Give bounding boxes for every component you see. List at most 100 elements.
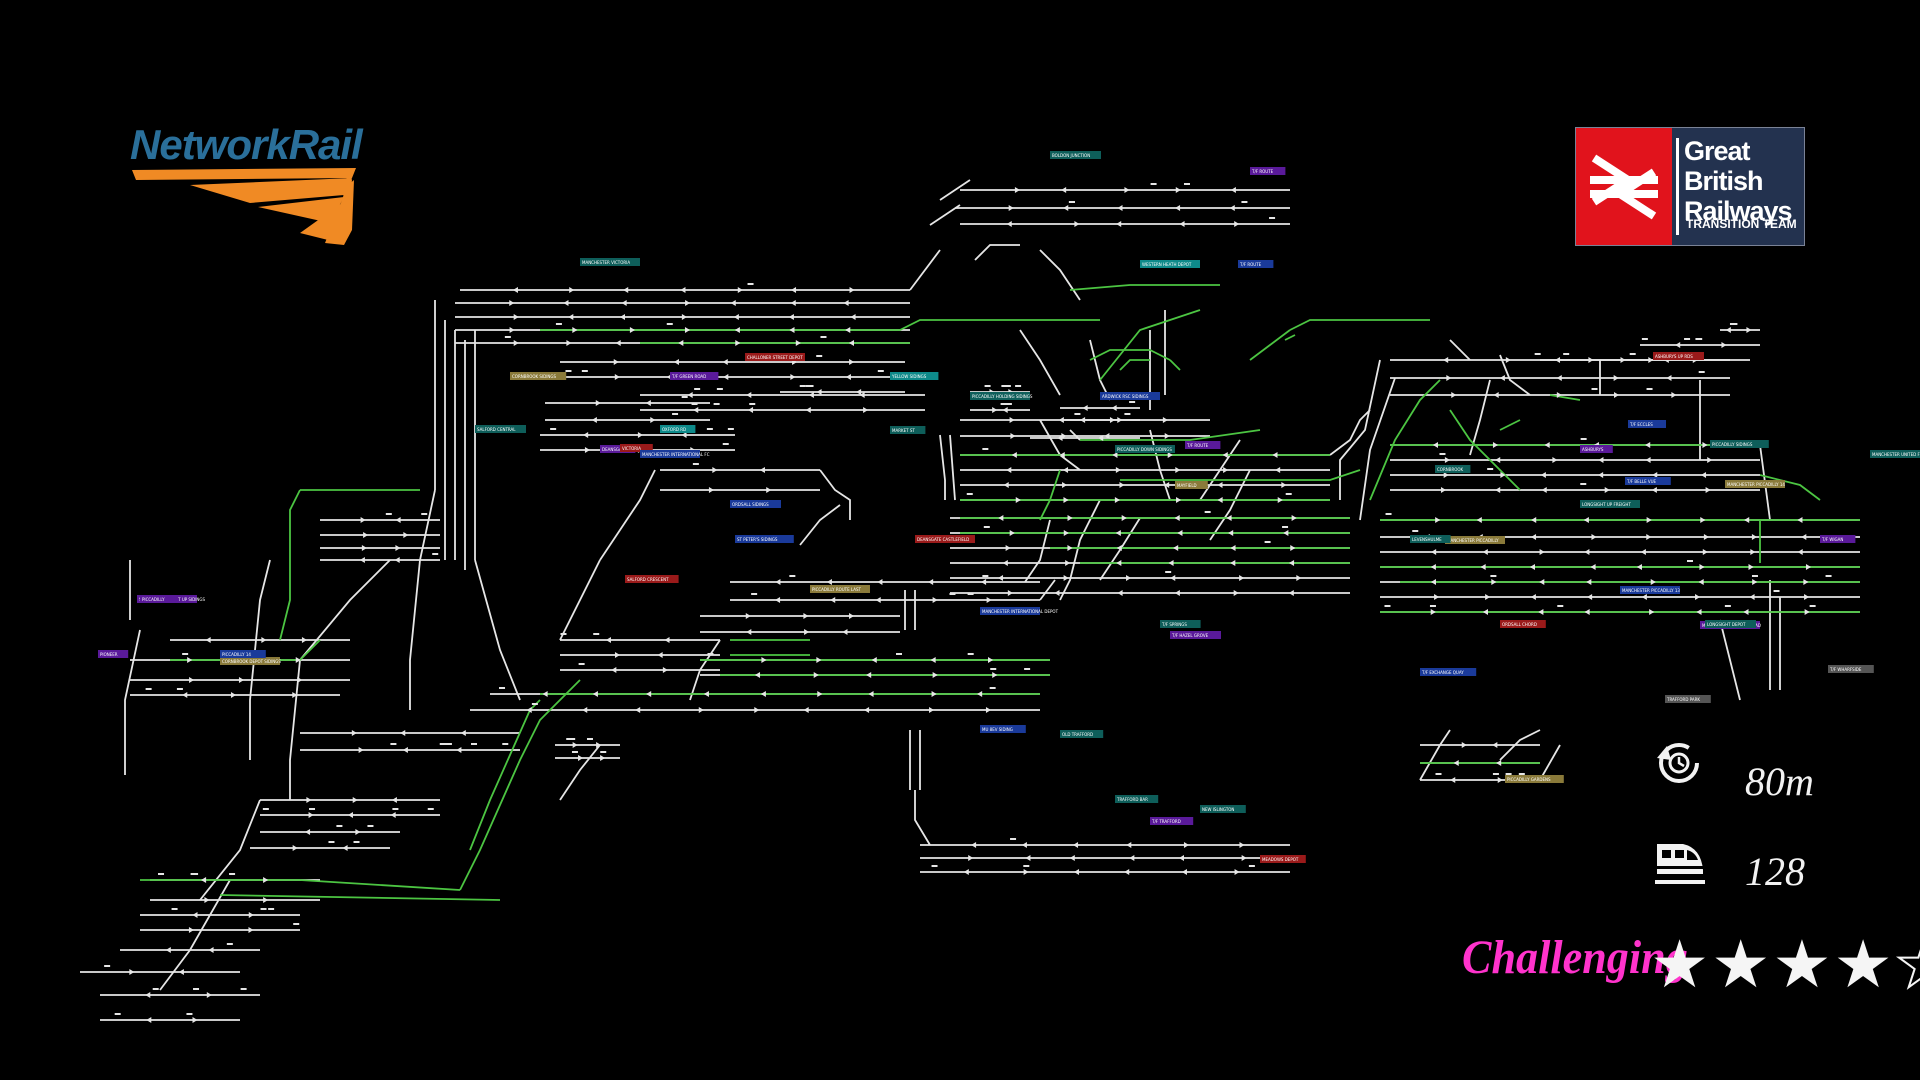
location-label: ORDSALL SIDINGS — [730, 500, 781, 508]
signal-icon — [1164, 433, 1170, 439]
clock-arrow-icon — [1657, 743, 1699, 783]
signal-icon — [712, 467, 718, 473]
track-circuit-mark — [421, 513, 428, 515]
track-circuit-mark — [1384, 605, 1391, 607]
signal-icon — [192, 1017, 198, 1023]
signal-icon — [1129, 855, 1135, 861]
track-circuit-mark — [1412, 530, 1419, 532]
location-label-text: T/F WHARFSIDE — [1829, 667, 1862, 672]
signal-icon — [1067, 515, 1073, 521]
location-label: T/F EXCHANGE QUAY — [1420, 668, 1477, 676]
track-circuit-mark — [367, 825, 374, 827]
location-label: MANCHESTER UNITED FOOTBALL GROUND — [1870, 450, 1920, 458]
signal-icon — [509, 327, 515, 333]
signal-icon — [359, 557, 365, 563]
location-label-text: YELLOW SIDINGS — [891, 374, 927, 379]
signal-icon — [306, 797, 312, 803]
location-label: T/F SPRINGS — [1160, 620, 1201, 628]
signal-icon — [460, 730, 466, 736]
signal-icon — [1080, 417, 1086, 423]
location-label: PICCADILLY GARDENS — [1505, 775, 1564, 783]
signal-icon — [1649, 609, 1655, 615]
location-label-text: T/F SPRINGS — [1161, 622, 1187, 627]
track-circuit-mark — [931, 865, 938, 867]
track-circuit-mark — [816, 355, 823, 357]
location-label-text: SALFORD CRESCENT — [627, 577, 669, 582]
track-circuit-mark — [1773, 590, 1780, 592]
signal-icon — [206, 992, 212, 998]
track-circuit-mark — [502, 743, 509, 745]
signal-icon — [1620, 357, 1626, 363]
signal-icon — [1584, 549, 1590, 555]
signal-icon — [1117, 590, 1123, 596]
signal-icon — [204, 897, 210, 903]
track-circuit-mark — [1000, 403, 1007, 405]
signal-icon — [1178, 855, 1184, 861]
signal-icon — [1431, 549, 1437, 555]
signal-icon — [1116, 560, 1122, 566]
signal-icon — [1061, 187, 1067, 193]
signal-icon — [932, 597, 938, 603]
location-label-text: ASHBURYS UP RDS — [1655, 354, 1693, 359]
signal-icon — [1496, 760, 1502, 766]
location-label-text: T/F GREEN ROAD — [671, 374, 706, 379]
signal-icon — [566, 340, 572, 346]
empty-star-icon: ★ — [1894, 931, 1920, 999]
track-circuit-mark — [1580, 483, 1587, 485]
signal-icon — [395, 545, 401, 551]
signal-icon — [542, 691, 548, 697]
signal-icon — [620, 314, 626, 320]
signal-icon — [1636, 564, 1642, 570]
signal-icon — [1432, 442, 1438, 448]
signal-icon — [1453, 760, 1459, 766]
signal-icon — [1500, 472, 1506, 478]
track-circuit-mark — [193, 988, 200, 990]
signal-icon — [611, 667, 617, 673]
signal-icon — [1645, 457, 1651, 463]
signal-icon — [201, 877, 207, 883]
track-circuit-mark — [666, 323, 673, 325]
location-label-text: PICCADILLY DOWN SIDINGS — [1117, 447, 1172, 452]
track-circuit-mark — [309, 808, 316, 810]
location-label-text: OLD TRAFFORD — [1062, 732, 1093, 737]
location-label-text: MARKET ST — [892, 428, 915, 433]
signal-icon — [992, 672, 998, 678]
signal-icon — [1065, 560, 1071, 566]
location-label: WESTERN HEATH DEPOT — [1140, 260, 1200, 268]
signal-icon — [572, 327, 578, 333]
signal-icon — [613, 359, 619, 365]
track-circuit-mark — [152, 988, 159, 990]
signal-icon — [646, 691, 652, 697]
signal-icon — [1584, 609, 1590, 615]
signal-icon — [1006, 221, 1012, 227]
signal-icon — [355, 829, 361, 835]
signal-icon — [1586, 579, 1592, 585]
location-label-text: PIONEER — [100, 652, 118, 657]
track-circuit-mark — [967, 653, 974, 655]
signal-icon — [1641, 594, 1647, 600]
signal-icon — [928, 579, 934, 585]
signal-icon — [745, 613, 751, 619]
signal-icon — [1505, 357, 1511, 363]
junction-track — [599, 469, 656, 561]
signal-icon — [1497, 777, 1503, 783]
junction-track — [974, 244, 1020, 261]
track-circuit-mark — [1204, 511, 1211, 513]
signal-icon — [1648, 357, 1654, 363]
signal-icon — [263, 897, 269, 903]
track-circuit-mark — [722, 443, 729, 445]
signal-icon — [843, 300, 849, 306]
location-label-text: CORNBROOK — [1437, 467, 1464, 472]
signal-icon — [1054, 590, 1060, 596]
location-label: MANCHESTER VICTORIA — [580, 258, 640, 266]
track-circuit-mark — [550, 428, 557, 430]
signal-icon — [351, 730, 357, 736]
signal-icon — [730, 300, 736, 306]
location-label: MARKET ST — [890, 426, 926, 434]
track-circuit-mark — [471, 743, 478, 745]
location-label-text: MANCHESTER PICCADILLY — [1447, 538, 1499, 543]
signal-icon — [292, 845, 298, 851]
signal-icon — [1721, 342, 1727, 348]
signal-icon — [1217, 482, 1223, 488]
